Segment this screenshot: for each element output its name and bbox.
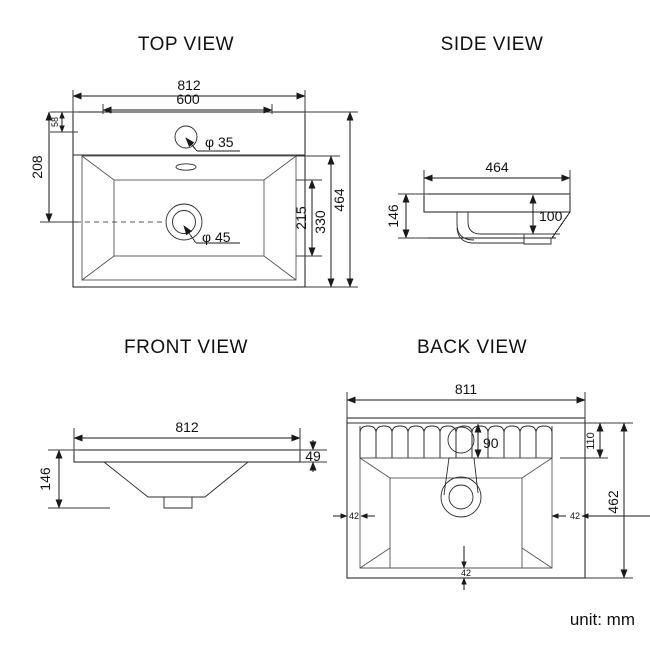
side-view-dim-464: 464	[485, 159, 509, 175]
back-view-dim-42-left: 42	[349, 511, 359, 521]
front-view-dim-49: 49	[305, 448, 321, 464]
top-view-dim-464: 464	[331, 188, 347, 212]
front-view-dim-812: 812	[175, 419, 199, 435]
top-view-dim-58: 58	[50, 117, 60, 127]
front-view-group: 812 146 49 FRONT VIEW	[37, 337, 327, 509]
back-view-title: BACK VIEW	[417, 337, 527, 358]
front-view-dim-146: 146	[37, 467, 53, 491]
back-view-dim-42-bottom: 42	[461, 568, 471, 578]
top-view-title: TOP VIEW	[138, 34, 234, 55]
side-view-dim-146: 146	[385, 204, 401, 228]
back-view-dim-42-right: 42	[570, 511, 580, 521]
back-view-dim-90: 90	[483, 435, 499, 451]
top-view-drain-hole-label: φ 45	[202, 229, 231, 245]
back-view-dim-811: 811	[455, 381, 478, 397]
top-view-dim-812: 812	[177, 77, 201, 93]
top-view-dim-215: 215	[293, 206, 309, 230]
top-view-dim-330: 330	[312, 210, 328, 234]
side-view-dim-100: 100	[539, 208, 563, 224]
back-view-dim-110: 110	[585, 432, 597, 450]
top-view-dim-208: 208	[29, 155, 45, 179]
side-view-group: 464 146 100 SIDE VIEW	[385, 34, 571, 245]
top-view-faucet-hole-label: φ 35	[205, 134, 234, 150]
top-view-dim-600: 600	[176, 91, 200, 107]
back-view-group: 811 462 110 90 42 42	[333, 337, 650, 590]
top-view-group: 812 600 58 208 464 330	[29, 34, 358, 288]
back-view-dim-462: 462	[605, 490, 621, 514]
unit-note: unit: mm	[570, 610, 635, 629]
side-view-title: SIDE VIEW	[441, 34, 544, 55]
front-view-title: FRONT VIEW	[124, 337, 248, 358]
